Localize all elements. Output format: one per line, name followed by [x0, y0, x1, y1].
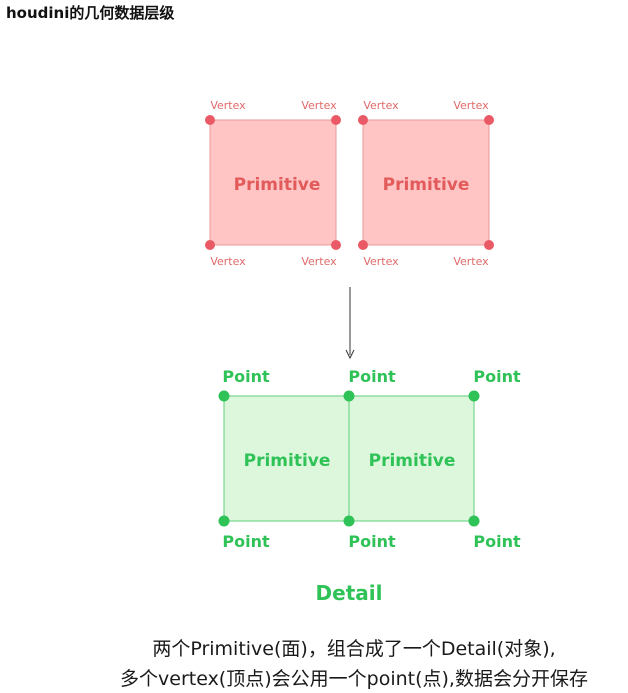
caption-line-1: 两个Primitive(面)，组合成了一个Detail(对象), — [152, 638, 556, 660]
point-label: Point — [222, 367, 270, 386]
detail-label: Detail — [316, 581, 383, 605]
point-dot — [343, 390, 355, 402]
top-primitives: Primitive Primitive Vertex Vertex Vertex… — [205, 99, 494, 268]
point-dot — [468, 515, 480, 527]
vertex-dot — [331, 115, 341, 125]
vertex-dot — [205, 115, 215, 125]
primitive-right-red — [362, 119, 490, 246]
down-arrow — [345, 287, 355, 360]
vertex-dot — [331, 240, 341, 250]
bottom-primitives: Primitive Primitive Point Point Point Po… — [218, 367, 521, 551]
vertex-dot — [205, 240, 215, 250]
vertex-dot — [358, 115, 368, 125]
vertex-label: Vertex — [453, 255, 489, 268]
point-label: Point — [473, 367, 521, 386]
point-label: Point — [222, 532, 270, 551]
vertex-label: Vertex — [301, 99, 337, 112]
point-label: Point — [473, 532, 521, 551]
caption-line-2: 多个vertex(顶点)会公用一个point(点),数据会分开保存 — [120, 668, 588, 690]
vertex-label: Vertex — [363, 255, 399, 268]
page-title: houdini的几何数据层级 — [6, 4, 175, 22]
point-dot — [343, 515, 355, 527]
point-label: Point — [348, 367, 396, 386]
primitive-left-red — [209, 119, 337, 246]
vertex-dot — [484, 240, 494, 250]
primitive-label-left-red: Primitive — [234, 175, 321, 195]
point-dot — [218, 515, 230, 527]
vertex-label: Vertex — [301, 255, 337, 268]
vertex-label: Vertex — [453, 99, 489, 112]
vertex-label: Vertex — [210, 99, 246, 112]
primitive-right-green — [348, 395, 475, 522]
point-label: Point — [348, 532, 396, 551]
vertex-label: Vertex — [210, 255, 246, 268]
primitive-label-right-green: Primitive — [369, 451, 456, 471]
vertex-dot — [358, 240, 368, 250]
point-dot — [218, 390, 230, 402]
primitive-label-left-green: Primitive — [244, 451, 331, 471]
point-dot — [468, 390, 480, 402]
primitive-left-green — [223, 395, 350, 522]
vertex-dot — [484, 115, 494, 125]
vertex-label: Vertex — [363, 99, 399, 112]
primitive-label-right-red: Primitive — [383, 175, 470, 195]
